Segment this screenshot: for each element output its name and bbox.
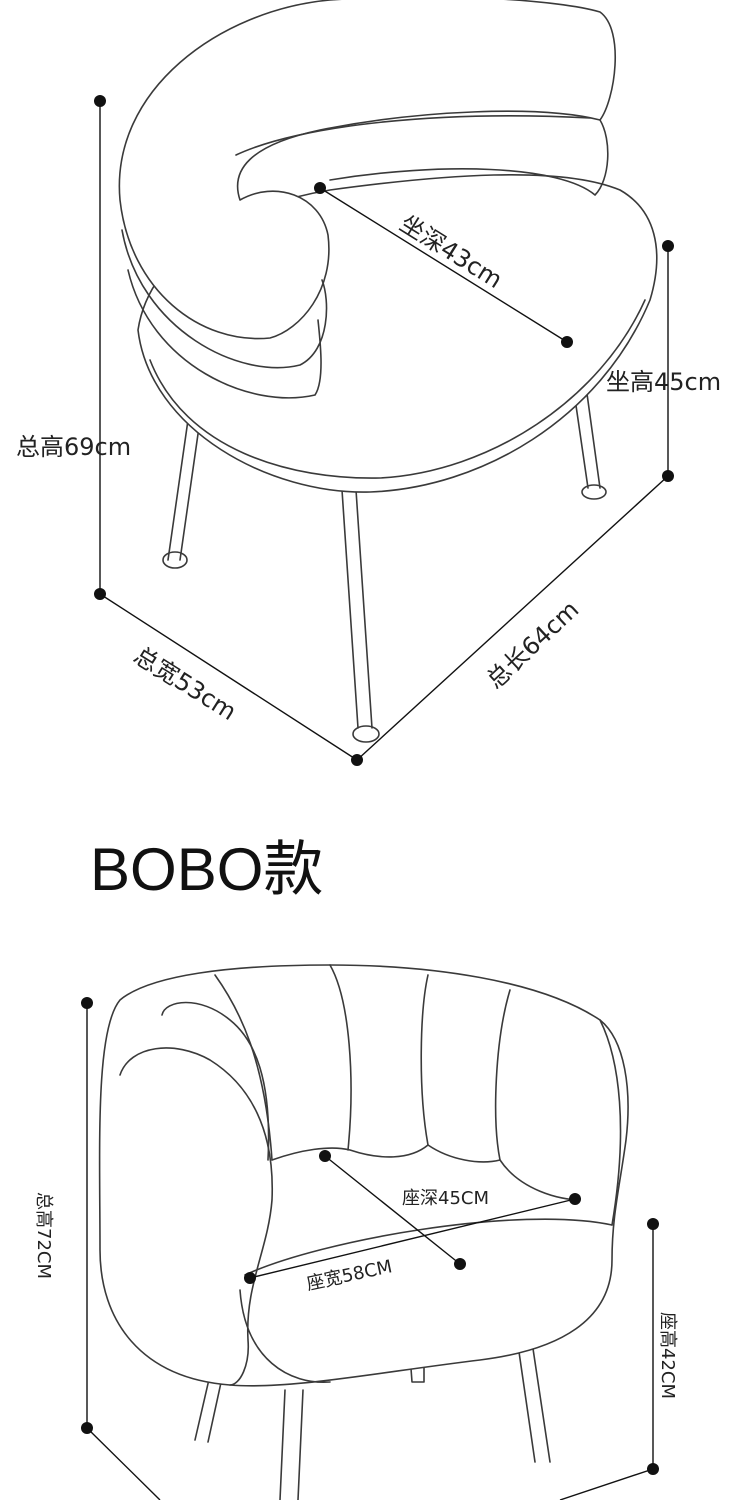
- chair-2-left-arm: [119, 1047, 274, 1386]
- chair-2-cushion-front: [239, 1289, 331, 1383]
- dim-point: [662, 240, 674, 252]
- chair-1-backrest-top-seam: [235, 115, 591, 156]
- label-seat-depth-2: 座深45CM: [402, 1188, 489, 1209]
- dim-point: [647, 1218, 659, 1230]
- chair-2-leg-front-right: [279, 1389, 304, 1500]
- dim-point: [351, 754, 363, 766]
- model-title: BOBO款: [90, 836, 323, 903]
- dim-base-line-right: [559, 1468, 654, 1500]
- label-total-height: 总高69cm: [16, 433, 131, 461]
- dim-point: [94, 95, 106, 107]
- chair-2-left-arm-seam: [161, 1001, 270, 1161]
- chair-2-channel-seam: [494, 989, 581, 1201]
- chair-1-backrest-band: [121, 229, 328, 369]
- dim-seat-width-line: [249, 1198, 576, 1279]
- chair-1-backrest: [118, 0, 616, 340]
- chair-1-foot-front-right: [352, 725, 380, 743]
- label-total-height-2: 总高72CM: [33, 1192, 54, 1279]
- dim-point: [244, 1272, 256, 1284]
- chair-2-leg-back-right: [517, 1341, 551, 1463]
- chair-2-cushion-top: [244, 1218, 613, 1276]
- chair-1-backrest-inner: [329, 119, 609, 196]
- chair-1-illustration: [118, 0, 658, 743]
- chair-2-shell: [98, 964, 629, 1387]
- chair-2-seat-back-seam: [271, 1144, 501, 1163]
- dim-seat-depth-line-2: [324, 1155, 461, 1265]
- label-seat-height-2: 座高42CM: [657, 1312, 678, 1399]
- chair-2-right-arm: [599, 1019, 622, 1226]
- dim-point: [569, 1193, 581, 1205]
- chair-1-foot-front-left: [162, 551, 188, 569]
- dim-point: [81, 997, 93, 1009]
- dim-point: [319, 1150, 331, 1162]
- chair-1-leg-front-left: [167, 419, 201, 561]
- chair-2-leg-front-left: [194, 1374, 223, 1443]
- label-total-length: 总长64cm: [481, 595, 584, 694]
- chair-2-illustration: [98, 964, 629, 1500]
- dim-point: [454, 1258, 466, 1270]
- label-total-width: 总宽53cm: [129, 641, 241, 726]
- chair-2-channel-seam: [329, 964, 352, 1151]
- chair-2-channel-seam: [214, 974, 273, 1161]
- dim-total-length-line: [356, 475, 669, 761]
- chair-1-backrest-band-2: [127, 269, 322, 399]
- chair-1-leg-front-right: [341, 489, 373, 729]
- chair-2-channel-seam: [420, 974, 429, 1146]
- dim-total-width-line: [99, 593, 358, 761]
- dim-point: [561, 336, 573, 348]
- dim-seat-depth-line: [319, 187, 568, 343]
- chair-1-seat-edge: [149, 299, 646, 479]
- chair-1-foot-back-right: [581, 484, 607, 500]
- label-seat-height: 坐高45cm: [606, 368, 721, 396]
- dim-point: [314, 182, 326, 194]
- dim-base-line-left: [86, 1427, 161, 1500]
